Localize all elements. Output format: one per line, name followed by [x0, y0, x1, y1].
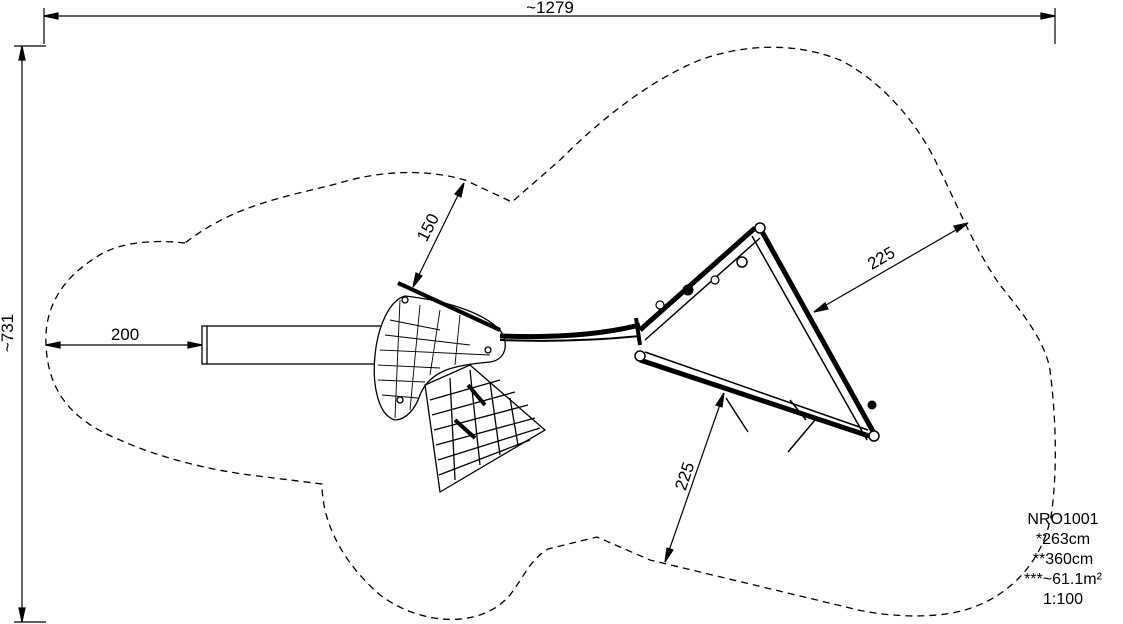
area: ***~61.1m² — [1024, 571, 1102, 588]
bottom-clearance-dimension — [664, 392, 725, 563]
slide-clearance-dimension — [45, 341, 203, 349]
right-clearance-label: 225 — [864, 243, 898, 274]
slide — [201, 325, 388, 365]
product-code: NRO1001 — [1027, 511, 1099, 528]
tower-clearance-dimension — [412, 182, 465, 288]
climbing-net — [424, 364, 547, 494]
slide-clearance-label: 200 — [111, 325, 139, 344]
triangle-frame — [634, 222, 880, 453]
height-2: **360cm — [1032, 551, 1094, 568]
rope-bridge — [499, 322, 641, 342]
spec-block: NRO1001 *263cm **360cm ***~61.1m² 1:100 — [1003, 510, 1123, 610]
overall-width-dimension — [43, 8, 1056, 44]
overall-width-label: ~1279 — [526, 0, 574, 17]
overall-height-dimension — [14, 45, 46, 623]
height-1: *263cm — [1035, 531, 1091, 548]
safety-zone-outline — [45, 46, 1056, 621]
scale: 1:100 — [1042, 591, 1084, 608]
overall-height-label: ~731 — [0, 314, 17, 352]
bottom-clearance-label: 225 — [671, 460, 698, 493]
tower-clearance-label: 150 — [413, 211, 443, 245]
tower-roof — [373, 281, 506, 421]
right-clearance-dimension — [813, 222, 969, 313]
